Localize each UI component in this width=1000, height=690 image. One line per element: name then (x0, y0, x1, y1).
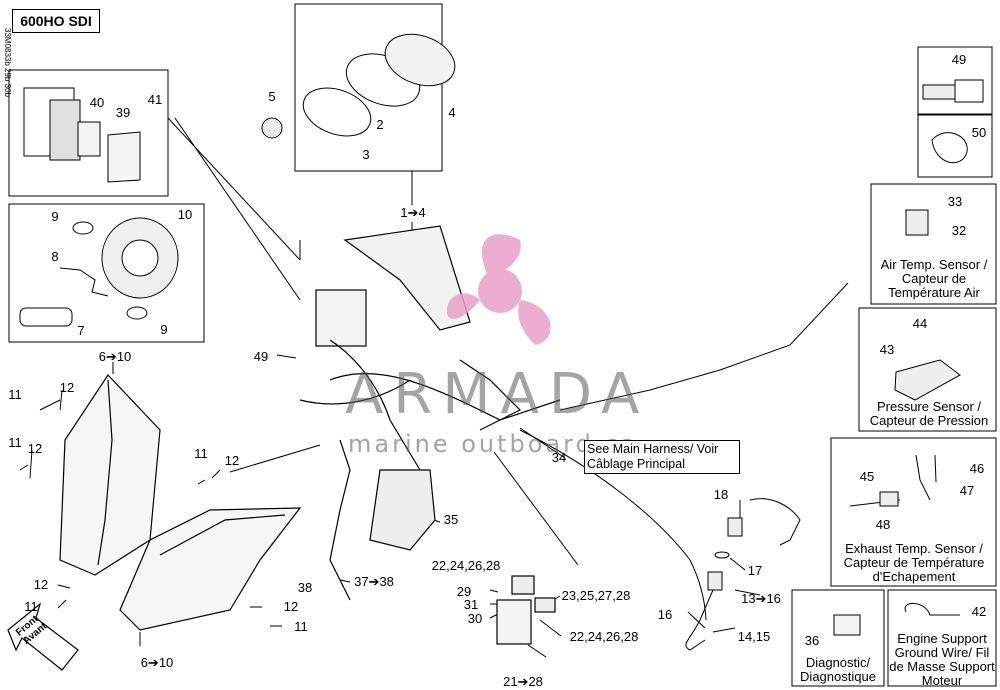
callout-12-a: 12 (59, 380, 75, 395)
headlamp-parts-icon (19, 217, 179, 327)
lanyard-icon (685, 498, 801, 651)
callout-35: 35 (443, 512, 459, 527)
callout-6-10-a: 6➔10 (98, 349, 132, 364)
callout-10: 10 (177, 207, 193, 222)
callout-11-d: 11 (24, 599, 38, 614)
frame-box-exhaust (830, 437, 997, 587)
callout-3: 3 (362, 147, 370, 162)
callout-49-b: 49 (951, 52, 967, 67)
callout-13-16: 13➔16 (741, 591, 781, 606)
callout-8: 8 (51, 249, 59, 264)
frame-box-ecm (8, 69, 169, 197)
callout-39: 39 (115, 105, 131, 120)
see-main-harness-note: See Main Harness/ Voir Câblage Principal (584, 440, 740, 474)
callout-12-b: 12 (27, 441, 43, 456)
callout-41: 41 (147, 92, 163, 107)
side-code: 33M0833b 29b 30b (3, 28, 12, 97)
diagnostic-caption: Diagnostic/ Diagnostique (800, 655, 876, 684)
callout-7: 7 (77, 323, 85, 338)
callout-11-a: 11 (8, 387, 22, 402)
callout-18: 18 (713, 487, 729, 502)
callout-29: 29 (456, 584, 472, 599)
callout-31: 31 (463, 597, 479, 612)
callout-34: 34 (551, 450, 567, 465)
frame-box-tube (917, 46, 993, 115)
callout-37-38: 37➔38 (354, 574, 394, 589)
ground-wire-caption: Engine Support Ground Wire/ Fil de Masse… (889, 631, 995, 688)
callout-44: 44 (912, 316, 928, 331)
callout-12-e: 12 (283, 599, 299, 614)
callout-21-28: 21➔28 (503, 674, 543, 689)
exhaust-caption: Exhaust Temp. Sensor / Capteur de Tempér… (843, 541, 985, 584)
callout-30: 30 (467, 611, 483, 626)
callout-46: 46 (969, 461, 985, 476)
callout-16: 16 (657, 607, 673, 622)
callout-42: 42 (971, 604, 987, 619)
frame-box-diagnostic (791, 589, 885, 687)
callout-48: 48 (875, 517, 891, 532)
callout-32: 32 (951, 223, 967, 238)
callout-22-a: 22,24,26,28 (431, 558, 501, 573)
callout-9-b: 9 (160, 322, 168, 337)
callout-38: 38 (297, 580, 313, 595)
callout-14-15: 14,15 (737, 629, 771, 644)
pressure-caption: Pressure Sensor / Capteur de Pression (869, 399, 989, 428)
callout-17: 17 (747, 563, 763, 578)
callout-36: 36 (804, 633, 820, 648)
frame-box-clamp (917, 114, 993, 178)
model-title: 600HO SDI (12, 9, 100, 33)
callout-47: 47 (959, 483, 975, 498)
callout-50: 50 (971, 125, 987, 140)
frame-box-pressure (858, 307, 997, 432)
callout-45: 45 (859, 469, 875, 484)
callout-11-e: 11 (294, 619, 308, 634)
gauge-cluster-icon (261, 33, 456, 139)
callout-49-a: 49 (253, 349, 269, 364)
callout-4: 4 (448, 105, 456, 120)
callout-11-b: 11 (8, 435, 22, 450)
callout-23: 23,25,27,28 (561, 588, 631, 603)
callout-2: 2 (376, 117, 384, 132)
callout-22-b: 22,24,26,28 (569, 629, 639, 644)
callout-43: 43 (879, 342, 895, 357)
frame-box-air-temp (870, 183, 997, 305)
callout-40: 40 (89, 95, 105, 110)
right-box-parts-icon (833, 79, 984, 636)
frame-box-gauge (294, 3, 443, 172)
main-harness-icon (299, 225, 561, 645)
watermark-brand: ARMADA (345, 362, 650, 427)
callout-12-d: 12 (33, 577, 49, 592)
air-temp-caption: Air Temp. Sensor / Capteur de Températur… (880, 257, 988, 300)
frame-box-ground (887, 589, 997, 687)
headlamp-left-icon (59, 374, 161, 576)
callout-6-10-b: 6➔10 (140, 655, 174, 670)
watermark-logo-icon (446, 234, 551, 345)
callout-5: 5 (268, 89, 276, 104)
callout-33: 33 (947, 194, 963, 209)
front-arrow-icon (7, 602, 79, 671)
headlamp-right-icon (119, 507, 302, 631)
callout-9-a: 9 (51, 209, 59, 224)
callout-1-4: 1➔4 (400, 205, 426, 220)
frame-box-headlamp (8, 203, 205, 343)
ecm-module-icon (23, 87, 141, 183)
callout-11-c: 11 (194, 446, 208, 461)
callout-12-c: 12 (224, 453, 240, 468)
